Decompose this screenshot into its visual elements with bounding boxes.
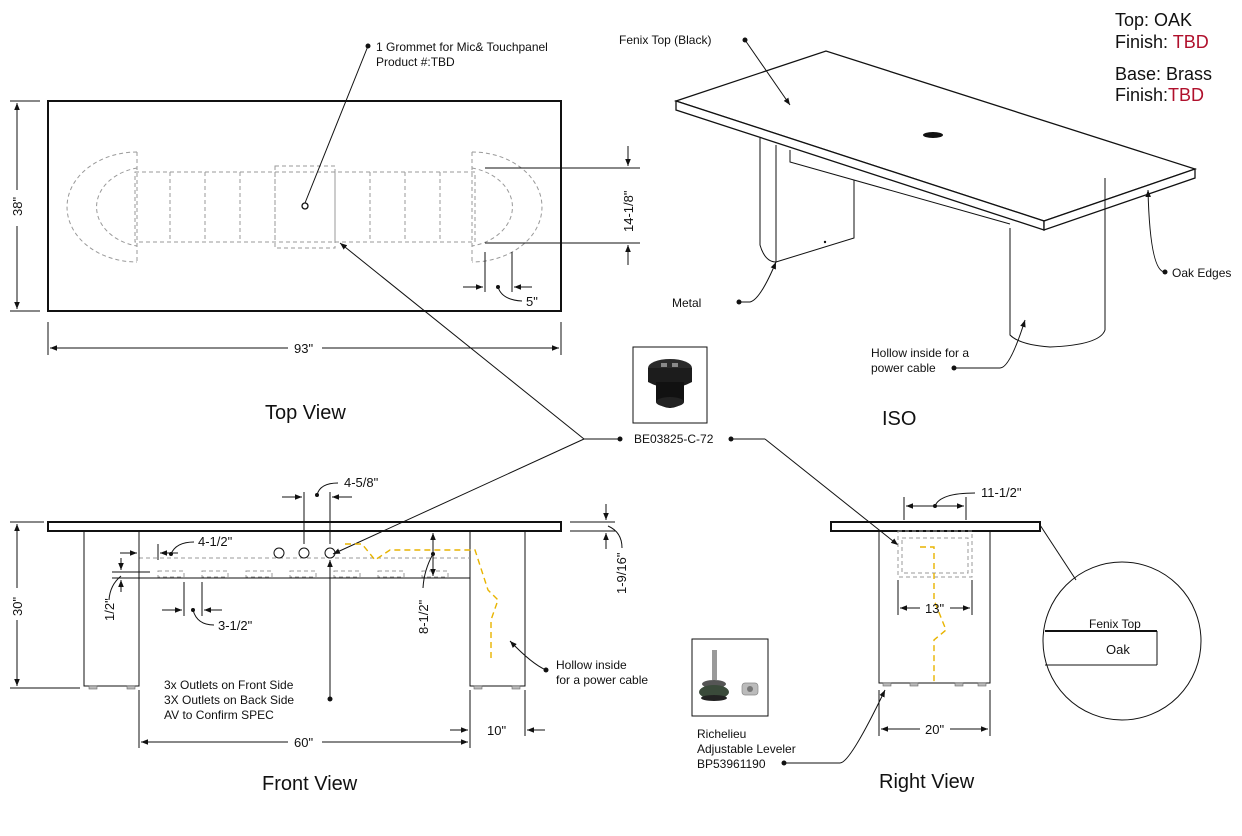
top-view-outline (47, 100, 562, 312)
detail-circle (1042, 561, 1202, 721)
dim-depth: 38" (10, 197, 25, 216)
iso-view-title: ISO (882, 408, 916, 430)
spec-base-material: Base: Brass (1115, 64, 1212, 84)
dim-height: 30" (10, 597, 25, 616)
dim-trough: 14-1/8" (621, 190, 636, 232)
dim-right-mid: 13" (925, 601, 944, 616)
iso-oak-edges-label: Oak Edges (1172, 266, 1231, 280)
spec-top-finish: Finish: TBD (1115, 32, 1209, 52)
dim-outlet-edge: 4-1/2" (198, 534, 233, 549)
power-outlet-grommet-icon (648, 359, 692, 408)
outlet-icon-2 (298, 547, 310, 559)
iso-fenix-label: Fenix Top (Black) (619, 33, 711, 47)
outlet-icon-3 (324, 547, 336, 559)
leveler-description: Adjustable Leveler (697, 742, 796, 756)
top-view: 1 Grommet for Mic& Touchpanel Product #:… (10, 40, 640, 424)
right-view: 11-1/2" 13" 20" Fenix Top Oak Right View (830, 485, 1202, 793)
dim-three-half: 3-1/2" (218, 618, 253, 633)
dim-right-top: 11-1/2" (981, 485, 1022, 500)
iso-metal-label: Metal (672, 296, 701, 310)
iso-grommet-icon (923, 132, 943, 138)
dim-end: 5" (526, 294, 538, 309)
outlets-note-3: AV to Confirm SPEC (164, 708, 274, 722)
top-view-title: Top View (265, 402, 346, 424)
front-hollow-label-1: Hollow inside (556, 658, 627, 672)
dim-leg-spacing: 60" (294, 735, 313, 750)
leveler-brand: Richelieu (697, 727, 746, 741)
outlets-note-2: 3X Outlets on Back Side (164, 693, 294, 707)
front-hollow-label-2: for a power cable (556, 673, 648, 687)
part-number: BE03825-C-72 (634, 432, 714, 446)
detail-fenix-label: Fenix Top (1089, 617, 1141, 631)
outlets-note-1: 3x Outlets on Front Side (164, 678, 294, 692)
grommet-label: 1 Grommet for Mic& Touchpanel (376, 40, 548, 54)
dim-outlet-spacing: 4-5/8" (344, 475, 379, 490)
adjustable-leveler-icon (699, 650, 759, 701)
outlet-icon-1 (273, 547, 285, 559)
spec-base-finish-value: TBD (1168, 85, 1204, 105)
grommet-product: Product #:TBD (376, 55, 455, 69)
spec-top-material: Top: OAK (1115, 10, 1192, 30)
dim-apron: 8-1/2" (416, 599, 431, 634)
dim-leg-width: 10" (487, 723, 506, 738)
right-view-title: Right View (879, 771, 975, 793)
grommet-icon (301, 202, 309, 210)
front-left-leg (83, 530, 140, 687)
grommet-photo-frame (632, 346, 708, 424)
front-right-leg (469, 530, 526, 687)
dim-top-thickness: 1-9/16" (614, 552, 629, 594)
center-callout: BE03825-C-72 (332, 242, 899, 555)
detail-oak-label: Oak (1106, 642, 1130, 657)
front-view-title: Front View (262, 773, 358, 795)
leveler-callout: Richelieu Adjustable Leveler BP53961190 (691, 638, 886, 771)
dim-half-inch: 1/2" (102, 598, 117, 621)
leveler-part-number: BP53961190 (697, 757, 766, 771)
dim-right-base: 20" (925, 722, 944, 737)
iso-hollow-label-1: Hollow inside for a (871, 346, 969, 360)
right-tabletop (830, 521, 1041, 532)
iso-view: Fenix Top (Black) Metal Oak Edges Hollow… (619, 33, 1231, 430)
spec-block: Top: OAK Finish: TBD Base: Brass Finish:… (1115, 10, 1212, 105)
top-view-trough (66, 151, 543, 263)
front-view: 4-5/8" 4-1/2" 1/2" 3-1/2" 8-1/2" (10, 475, 648, 795)
spec-base-finish: Finish:TBD (1115, 85, 1204, 105)
iso-hollow-label-2: power cable (871, 361, 936, 375)
leveler-photo-frame (691, 638, 769, 717)
dim-width: 93" (294, 341, 313, 356)
spec-top-finish-value: TBD (1173, 32, 1209, 52)
